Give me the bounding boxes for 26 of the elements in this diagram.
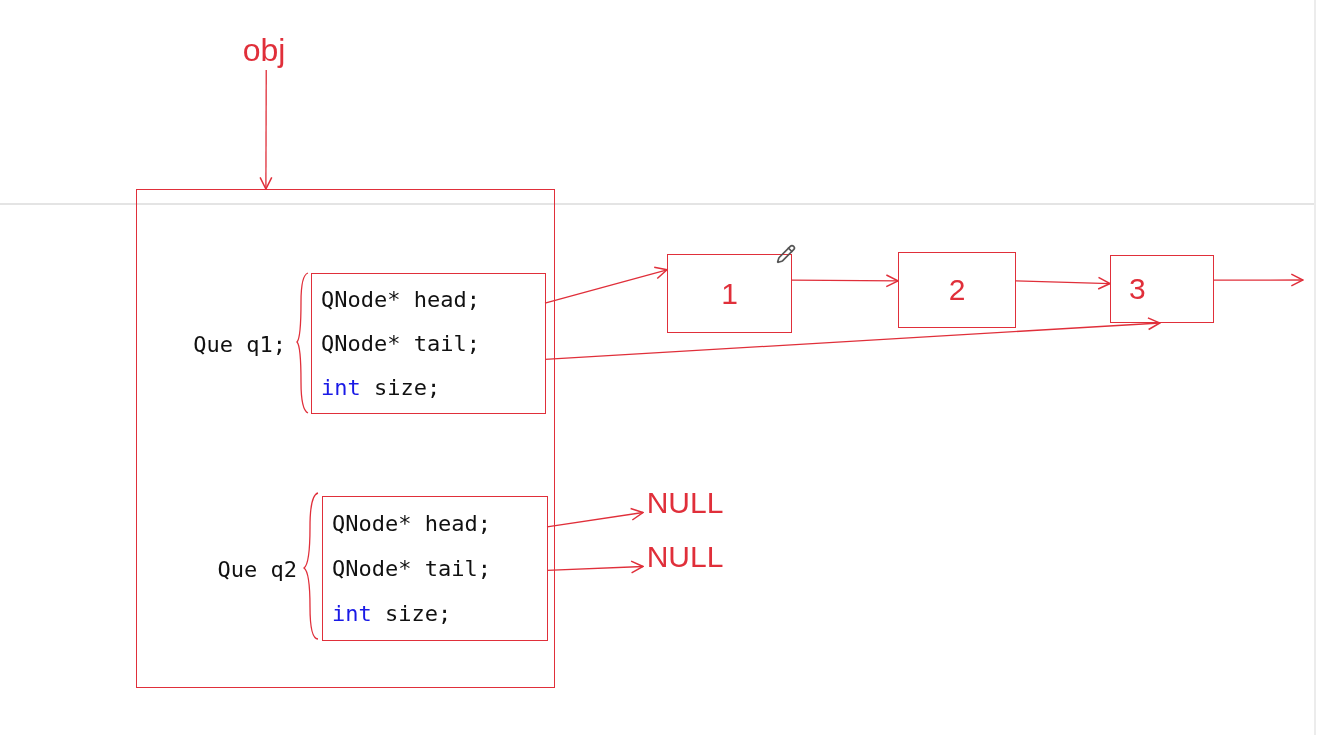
struct-label: Que q1; <box>193 331 286 356</box>
code-line: QNode* tail; <box>332 556 492 581</box>
node-value: 1 <box>721 276 738 311</box>
struct-label: Que q2 <box>217 556 297 581</box>
outer-box <box>136 189 555 688</box>
arrow <box>546 507 644 528</box>
list-node-box <box>1110 255 1214 323</box>
code-line: int size; <box>332 601 453 626</box>
arrow <box>791 274 899 288</box>
list-node-box <box>667 254 792 333</box>
code-line: QNode* tail; <box>321 331 481 356</box>
node-value: 3 <box>1129 272 1146 306</box>
null-label: NULL <box>646 486 724 520</box>
arrow <box>544 317 1161 361</box>
code-line: int size; <box>321 374 442 400</box>
list-node-box <box>898 252 1016 328</box>
arrow <box>1015 276 1111 290</box>
node-value: 2 <box>948 273 966 307</box>
code-line: QNode* head; <box>321 287 481 313</box>
arrow <box>546 560 644 574</box>
variable-label: obj <box>242 31 286 69</box>
arrow <box>1213 273 1304 287</box>
arrow <box>544 266 668 304</box>
arrow <box>259 69 273 190</box>
code-line: QNode* head; <box>332 511 492 536</box>
null-label: NULL <box>646 540 724 574</box>
